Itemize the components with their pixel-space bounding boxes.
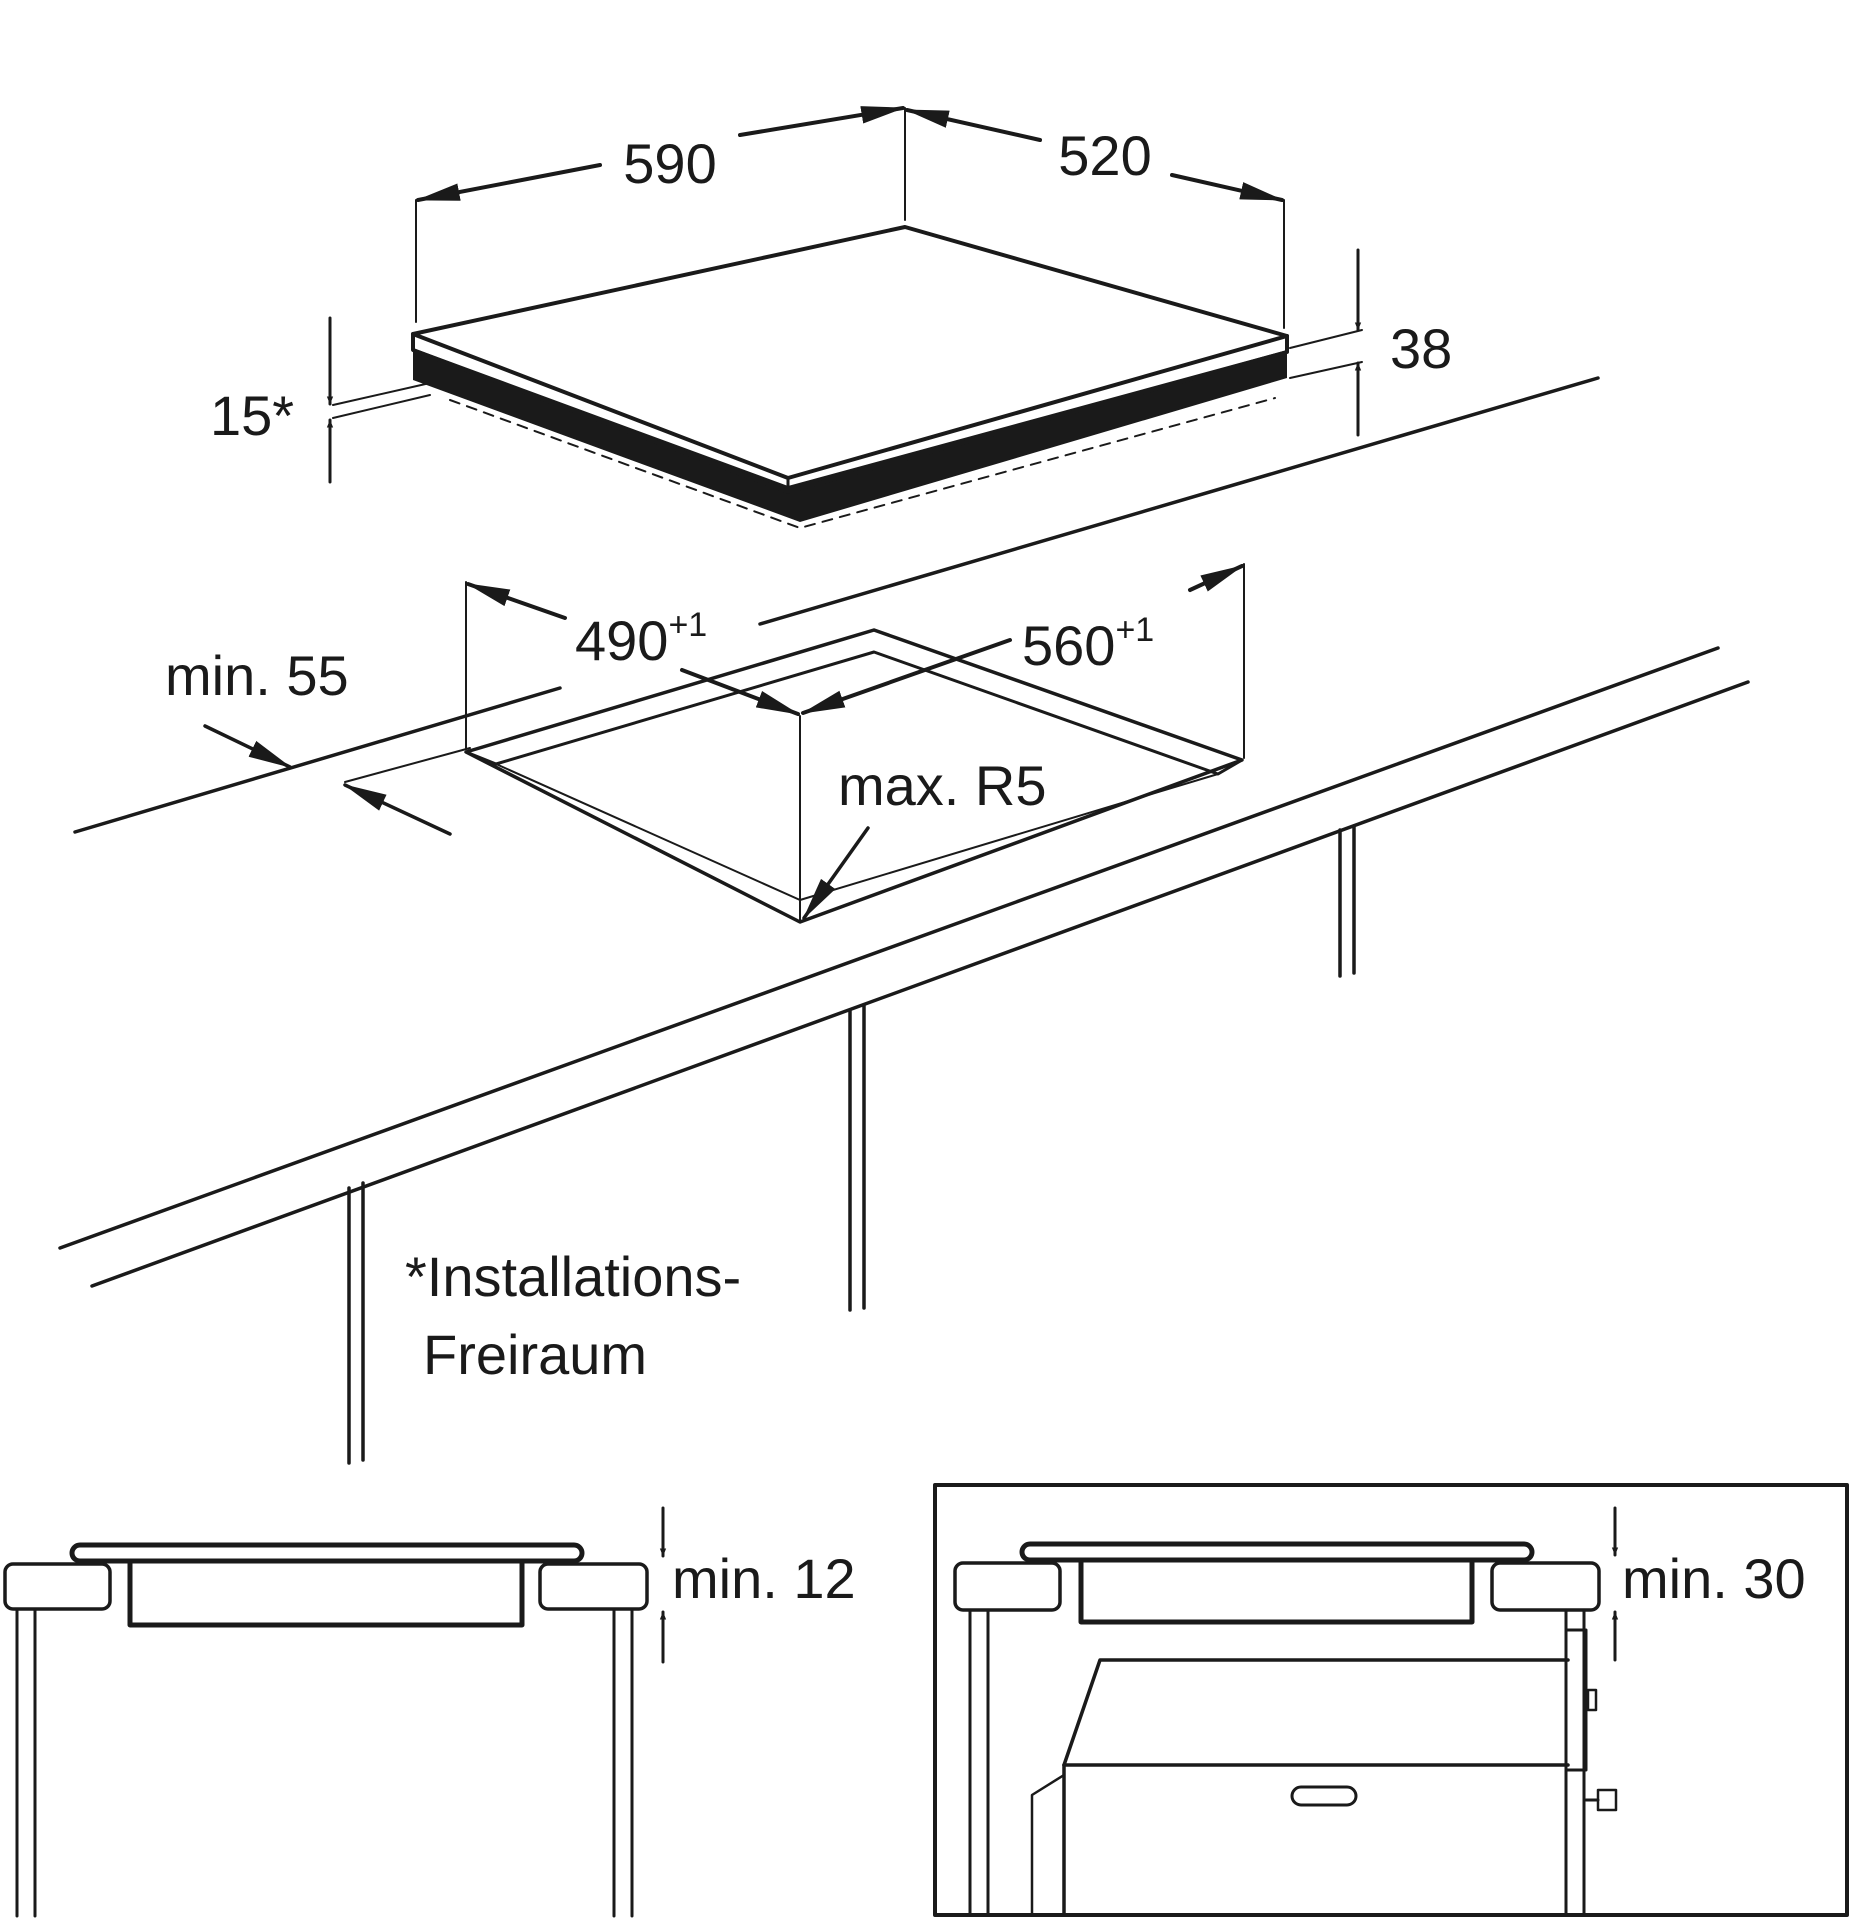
footnote-line-1: *Installations- [405,1245,741,1308]
section-right-frame [933,1483,1849,1917]
section-left-clearance-label: min. 12 [672,1547,856,1610]
edge-distance-label: min. 55 [165,644,349,707]
hob-body [413,348,1287,522]
section-right: min. 30 [933,1483,1849,1917]
cutout-width-tolerance: +1 [1115,611,1154,649]
hob-height-label: 38 [1390,317,1452,380]
hob-glass-top [411,225,1289,480]
cutout-width-value: 560 [1022,614,1115,677]
oven-door-handle [1290,1785,1358,1807]
section-right-oven [1030,1628,1618,1917]
edge-distance-dimension: min. 55 [165,644,452,836]
worktop-drawing [58,376,1750,1465]
section-left-hob-body [127,1559,525,1628]
oven-knob-lower [1596,1788,1618,1812]
footnote-line-2: Freiraum [423,1323,647,1386]
section-right-hob-plate [1019,1541,1535,1563]
hob-drawing [411,225,1289,529]
hob-height-dimension: 38 [1289,248,1452,437]
installation-gap-label: 15* [210,384,294,447]
hob-depth-dimension: 520 [904,108,1285,329]
cutout-depth-label: 490+1 [575,606,707,672]
cutout-depth-tolerance: +1 [668,606,707,644]
corner-radius-dimension: max. R5 [802,754,1047,920]
section-right-hob-body [1078,1558,1475,1625]
section-left: min. 12 [3,1506,856,1918]
cutout-depth-dimension: 490+1 [465,581,801,749]
section-right-clearance-label: min. 30 [1622,1547,1806,1610]
hob-width-dimension: 590 [415,106,906,323]
corner-radius-label: max. R5 [838,754,1047,817]
section-left-hob-plate [69,1542,585,1564]
cutout-width-label: 560+1 [1022,611,1154,677]
oven-knob-upper [1586,1688,1598,1712]
cutout-width-dimension: 560+1 [800,563,1245,759]
cutout-depth-value: 490 [575,609,668,672]
hob-depth-label: 520 [1058,124,1151,187]
hob-width-label: 590 [623,132,716,195]
installation-gap-dimension: 15* [210,316,431,484]
